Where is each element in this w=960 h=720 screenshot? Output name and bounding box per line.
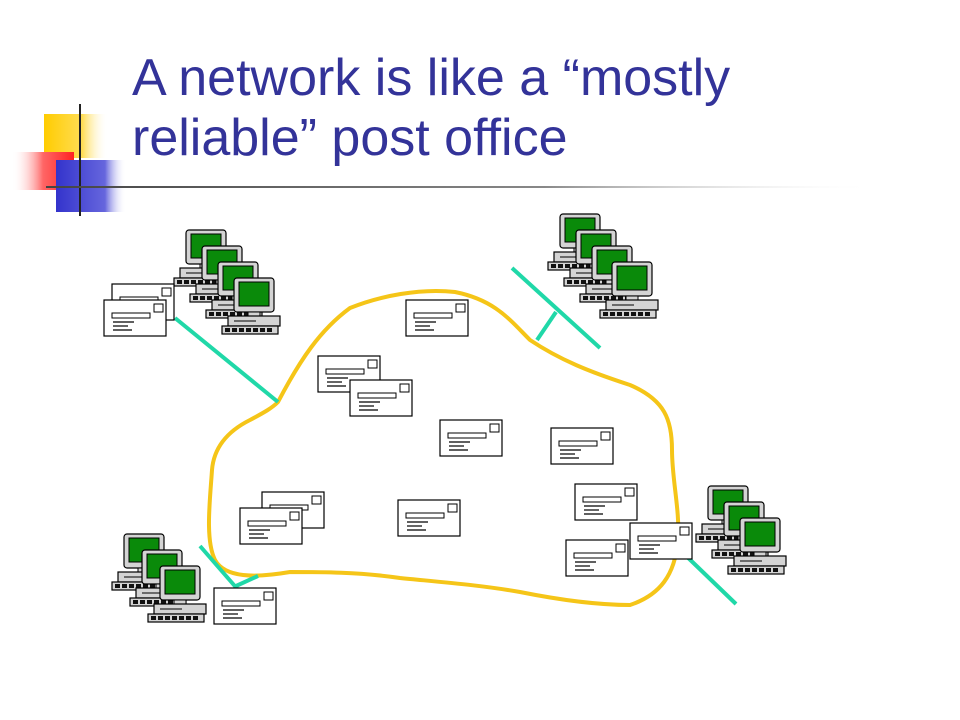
link-bottom-left-branch — [235, 574, 259, 588]
computer-bottom-left-3 — [147, 565, 207, 623]
slide-title: A network is like a “mostly reliable” po… — [132, 48, 932, 168]
title-line-2: reliable” post office — [132, 109, 568, 167]
envelope-12 — [239, 507, 303, 545]
link-top-left — [173, 316, 280, 404]
title-underline — [46, 186, 876, 188]
envelope-5 — [349, 379, 413, 417]
computer-top-left-4 — [221, 277, 281, 335]
envelope-13 — [397, 499, 461, 537]
title-line-1: A network is like a “mostly — [132, 49, 731, 107]
envelope-9 — [565, 539, 629, 577]
envelope-2 — [103, 299, 167, 337]
link-bottom-left — [198, 544, 242, 594]
envelope-3 — [405, 299, 469, 337]
link-top-right — [510, 266, 602, 350]
envelope-6 — [439, 419, 503, 457]
computer-right-3 — [727, 517, 787, 575]
envelope-10 — [629, 522, 693, 560]
computer-top-right-4 — [599, 261, 659, 319]
accent-yellow-square — [44, 114, 108, 158]
envelope-7 — [550, 427, 614, 465]
envelope-14 — [213, 587, 277, 625]
network-cloud-outline — [207, 288, 681, 607]
envelope-8 — [574, 483, 638, 521]
link-top-right-branch — [535, 310, 558, 342]
